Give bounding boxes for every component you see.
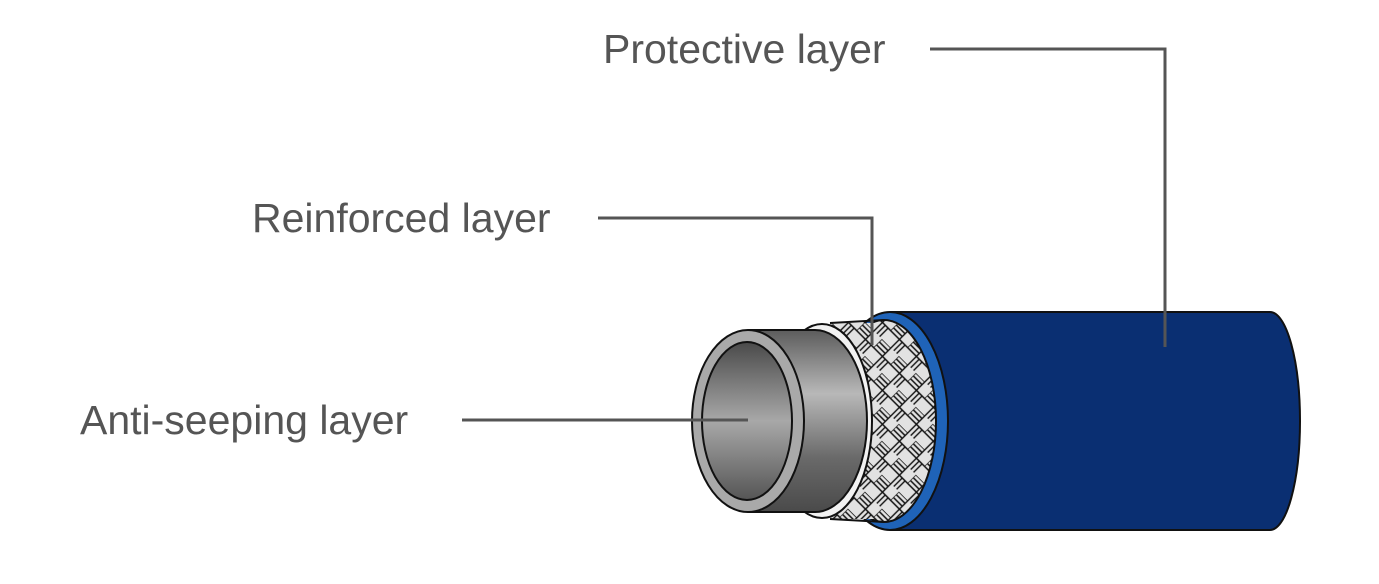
protective-leader-line <box>930 47 1167 347</box>
reinforced-leader-line <box>598 216 874 345</box>
reinforced-layer-label: Reinforced layer <box>252 195 551 241</box>
protective-layer-label: Protective layer <box>603 26 886 72</box>
anti-seeping-layer-label: Anti-seeping layer <box>80 397 408 443</box>
